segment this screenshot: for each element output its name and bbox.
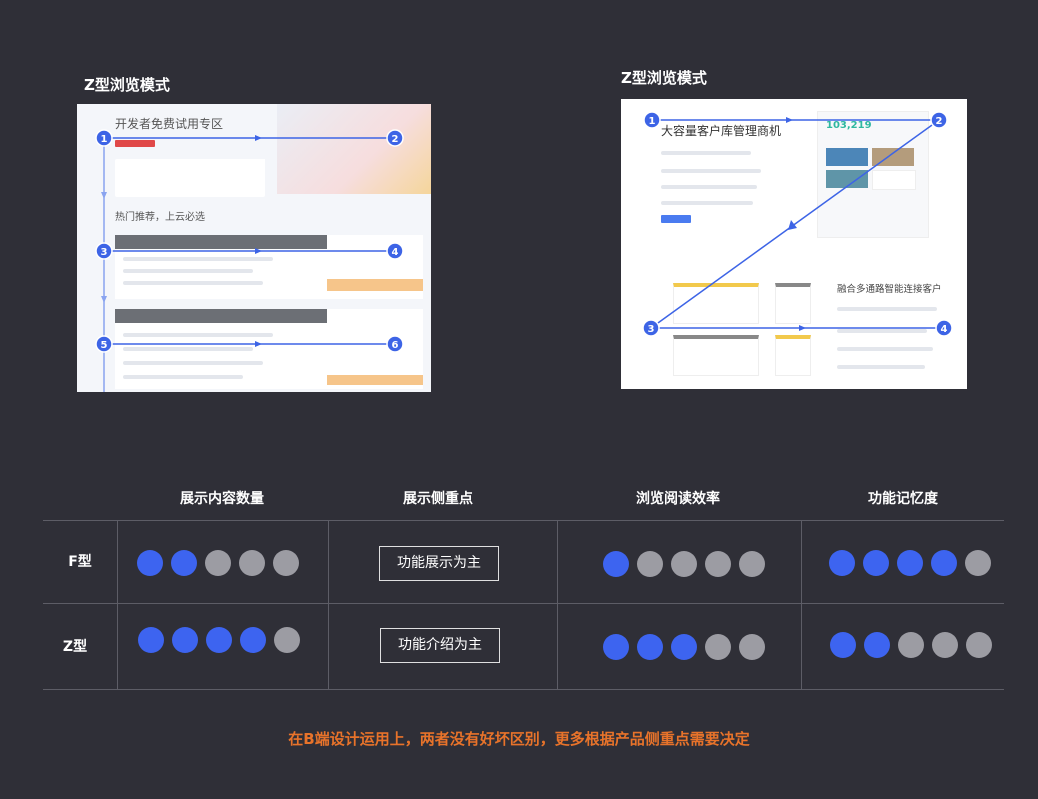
f-focus-tag: 功能展示为主	[379, 546, 499, 581]
table-line-bottom	[43, 689, 1004, 690]
rating-dot-empty	[739, 551, 765, 577]
left-marker-4: 4	[386, 242, 404, 260]
left-mock-illustration	[277, 104, 431, 194]
col-header-focus: 展示侧重点	[403, 491, 473, 507]
right-mock-flow-card-4	[775, 335, 811, 376]
rating-dot-empty	[739, 634, 765, 660]
svg-text:2: 2	[392, 134, 399, 145]
f-reading-efficiency-rating	[603, 551, 765, 577]
right-mock-flow-card-3	[673, 335, 759, 376]
left-mock-table-2	[115, 309, 423, 389]
left-panel-title: Z型浏览模式	[84, 76, 170, 94]
rating-dot-filled	[671, 634, 697, 660]
rating-dot-filled	[603, 634, 629, 660]
left-page-screenshot: 开发者免费试用专区 热门推荐，上云必选 1 2 3 4 5 6	[77, 104, 431, 392]
left-marker-5: 5	[95, 335, 113, 353]
right-marker-1: 1	[643, 111, 661, 129]
rating-dot-filled	[171, 550, 197, 576]
right-mock-number: 103,219	[826, 120, 872, 131]
rating-dot-filled	[240, 627, 266, 653]
rating-dot-empty	[966, 632, 992, 658]
rating-dot-empty	[705, 634, 731, 660]
svg-text:4: 4	[392, 247, 399, 258]
rating-dot-empty	[239, 550, 265, 576]
left-marker-6: 6	[386, 335, 404, 353]
svg-text:3: 3	[648, 324, 655, 335]
rating-dot-filled	[931, 550, 957, 576]
rating-dot-filled	[897, 550, 923, 576]
svg-text:2: 2	[936, 116, 943, 127]
right-panel-title: Z型浏览模式	[621, 69, 707, 87]
rating-dot-empty	[965, 550, 991, 576]
left-z-path-overlay: 1 2 3 4 5 6	[95, 129, 404, 392]
right-marker-2: 2	[930, 111, 948, 129]
rating-dot-empty	[205, 550, 231, 576]
table-divider-2	[328, 520, 329, 690]
right-mock-flow-card-1	[673, 283, 759, 324]
table-divider-1	[117, 520, 118, 690]
right-mock-section-title: 融合多通路智能连接客户	[837, 284, 942, 295]
svg-text:3: 3	[101, 247, 108, 258]
left-mock-table-1	[115, 235, 423, 299]
left-mock-red-button	[115, 140, 155, 147]
right-page-screenshot: 大容量客户库管理商机 103,219 融合多通路智能连接客户 1 2 3 4	[621, 99, 967, 389]
left-mock-title: 开发者免费试用专区	[115, 117, 224, 131]
left-marker-3: 3	[95, 242, 113, 260]
right-mock-flow-card-2	[775, 283, 811, 324]
rating-dot-empty	[705, 551, 731, 577]
svg-text:1: 1	[101, 134, 108, 145]
row-label-f: F型	[68, 554, 92, 570]
left-marker-2: 2	[386, 129, 404, 147]
conclusion-text: 在B端设计运用上，两者没有好坏区别，更多根据产品侧重点需要决定	[288, 730, 750, 748]
col-header-reading-efficiency: 浏览阅读效率	[636, 491, 720, 507]
right-marker-4: 4	[935, 319, 953, 337]
rating-dot-empty	[898, 632, 924, 658]
rating-dot-empty	[932, 632, 958, 658]
rating-dot-filled	[830, 632, 856, 658]
rating-dot-empty	[671, 551, 697, 577]
f-memorability-rating	[829, 550, 991, 576]
f-content-quantity-rating	[137, 550, 299, 576]
table-line-top	[43, 520, 1004, 521]
rating-dot-empty	[274, 627, 300, 653]
right-marker-3: 3	[642, 319, 660, 337]
table-divider-4	[801, 520, 802, 690]
rating-dot-filled	[172, 627, 198, 653]
right-mock-dashboard: 103,219	[817, 111, 929, 238]
rating-dot-filled	[637, 634, 663, 660]
svg-text:6: 6	[392, 340, 399, 351]
rating-dot-empty	[273, 550, 299, 576]
rating-dot-filled	[138, 627, 164, 653]
rating-dot-filled	[603, 551, 629, 577]
row-label-z: Z型	[62, 639, 88, 655]
left-mock-section-title: 热门推荐，上云必选	[115, 212, 205, 223]
svg-text:5: 5	[101, 340, 108, 351]
rating-dot-filled	[137, 550, 163, 576]
right-mock-blue-button	[661, 215, 691, 223]
table-line-middle	[43, 603, 1004, 604]
z-reading-efficiency-rating	[603, 634, 765, 660]
rating-dot-filled	[206, 627, 232, 653]
svg-text:1: 1	[649, 116, 656, 127]
right-z-path-overlay: 1 2 3 4	[642, 111, 953, 337]
rating-dot-empty	[637, 551, 663, 577]
rating-dot-filled	[864, 632, 890, 658]
rating-dot-filled	[863, 550, 889, 576]
left-mock-card-2	[185, 159, 265, 177]
z-memorability-rating	[830, 632, 992, 658]
svg-text:4: 4	[941, 324, 948, 335]
left-marker-1: 1	[95, 129, 113, 147]
rating-dot-filled	[829, 550, 855, 576]
z-content-quantity-rating	[138, 627, 300, 653]
table-divider-3	[557, 520, 558, 690]
right-mock-title: 大容量客户库管理商机	[661, 124, 782, 138]
col-header-memorability: 功能记忆度	[868, 491, 938, 507]
z-focus-tag: 功能介绍为主	[380, 628, 500, 663]
col-header-content-quantity: 展示内容数量	[180, 491, 264, 507]
